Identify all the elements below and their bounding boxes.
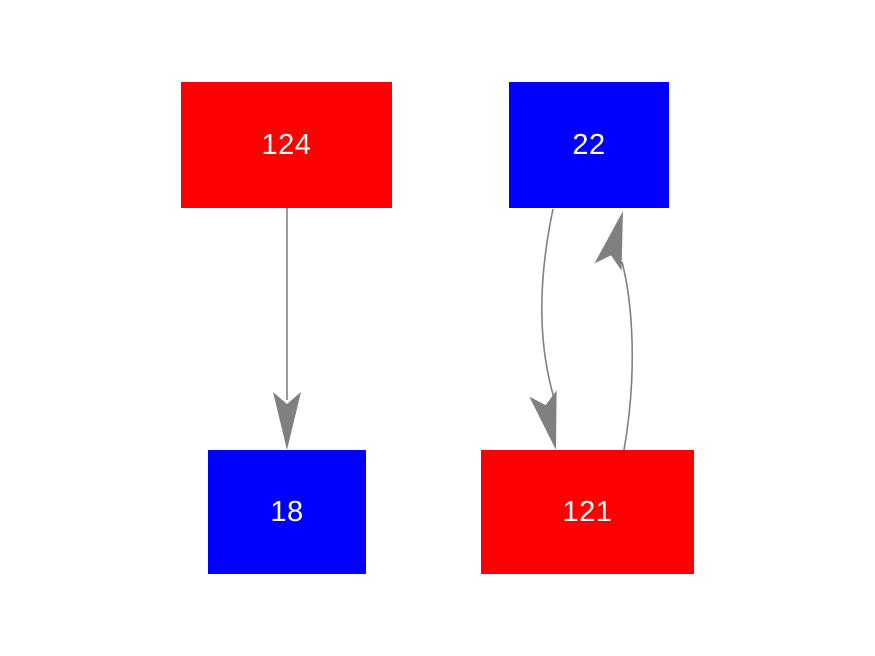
arrowhead-icon — [529, 390, 557, 450]
node-22[interactable]: 22 — [509, 82, 669, 208]
arrowhead-icon — [594, 211, 623, 271]
arrowhead-icon — [273, 392, 301, 450]
edge-124-to-18[interactable] — [273, 208, 301, 450]
edge-121-to-22[interactable] — [594, 207, 636, 451]
edge-line — [541, 208, 555, 399]
node-121[interactable]: 121 — [481, 450, 694, 574]
edge-22-to-121[interactable] — [529, 208, 569, 453]
edge-line — [621, 261, 634, 451]
node-label: 124 — [261, 128, 312, 161]
node-label: 18 — [270, 495, 304, 528]
node-label: 121 — [562, 495, 613, 528]
node-label: 22 — [572, 128, 606, 161]
node-18[interactable]: 18 — [208, 450, 366, 574]
node-124[interactable]: 124 — [181, 82, 392, 208]
